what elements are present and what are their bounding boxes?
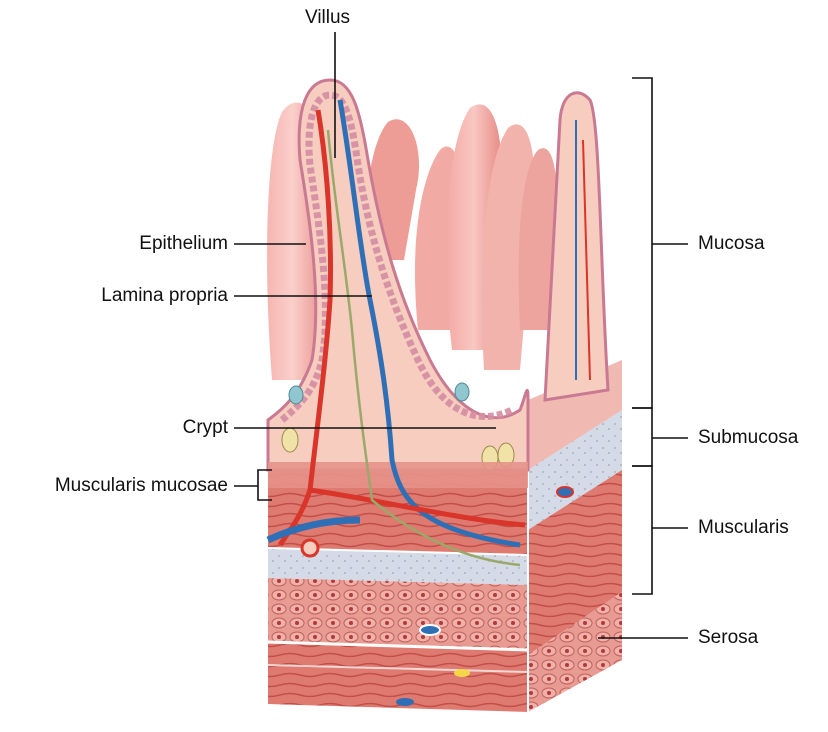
- label-serosa: Serosa: [698, 627, 758, 649]
- label-villus: Villus: [305, 7, 350, 29]
- label-lamina-propria: Lamina propria: [101, 285, 228, 307]
- label-crypt: Crypt: [183, 417, 228, 439]
- mucosa-bracket: [632, 78, 652, 408]
- right-sectioned-villus: [545, 93, 608, 400]
- submucosa-bracket: [632, 408, 652, 466]
- wall-layers-side: [528, 360, 622, 712]
- label-muscularis-mucosae: Muscularis mucosae: [55, 475, 228, 497]
- label-epithelium: Epithelium: [139, 233, 228, 255]
- label-submucosa: Submucosa: [698, 427, 798, 449]
- label-muscularis: Muscularis: [698, 517, 789, 539]
- label-mucosa: Mucosa: [698, 233, 765, 255]
- muscularis-bracket: [632, 466, 652, 594]
